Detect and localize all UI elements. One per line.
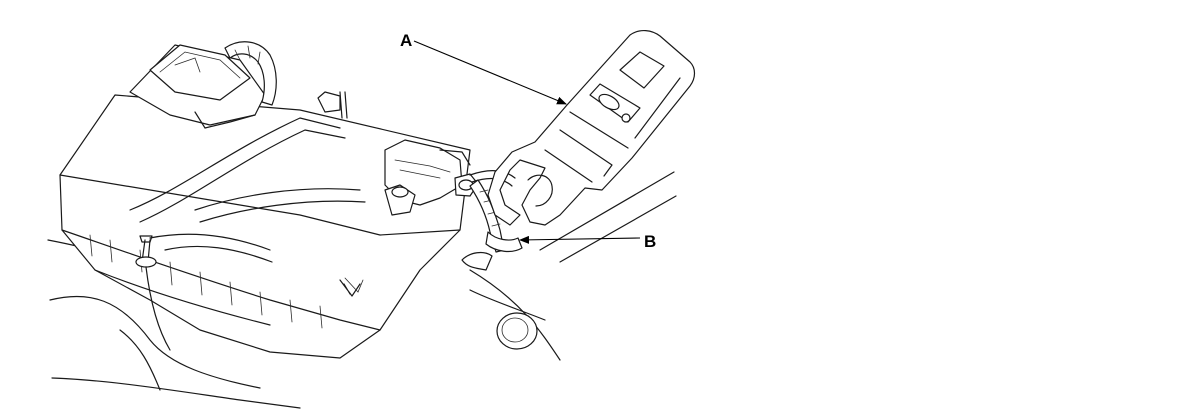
fuse-box-cover [129, 41, 277, 129]
callout-a-label: A [400, 31, 412, 50]
callout-a-leader [413, 40, 567, 105]
hold-down-bolt-left [135, 235, 171, 351]
negative-cable [461, 170, 523, 271]
callout-b-leader [519, 235, 641, 244]
clamp-meter [487, 30, 696, 226]
hold-down-bolt-rear [317, 91, 348, 119]
battery [59, 94, 471, 359]
round-cap [496, 312, 538, 350]
callout-leaders [413, 40, 641, 244]
callout-b-label: B [644, 232, 656, 251]
